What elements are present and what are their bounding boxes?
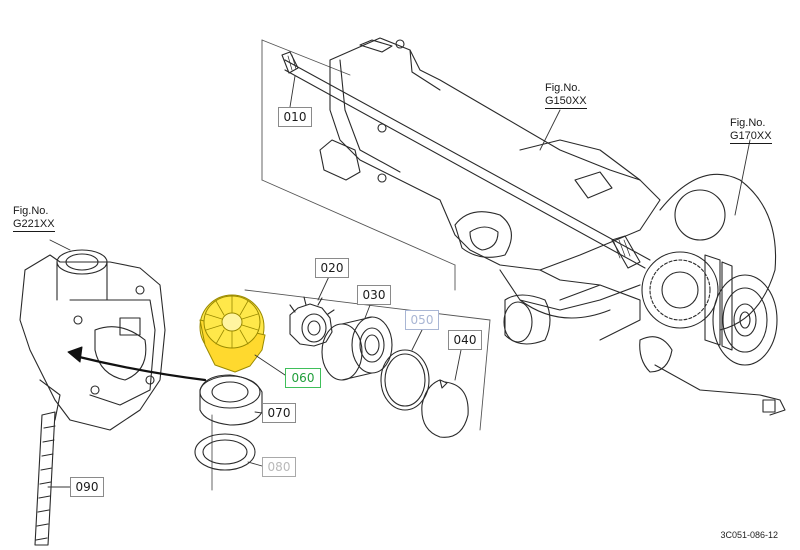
axle-housing (319, 37, 786, 416)
fig-ref-prefix: Fig.No. (730, 117, 766, 129)
bearing-070 (199, 374, 263, 426)
pinion-020 (289, 296, 335, 347)
part-label-080[interactable]: 080 (262, 457, 296, 477)
bevel-gear-060-highlighted (199, 294, 266, 373)
leader-lines (47, 75, 751, 488)
exploded-parts-boundary (211, 289, 491, 491)
oring-050 (380, 349, 430, 411)
part-label-020[interactable]: 020 (315, 258, 349, 278)
bevel-gear-case (19, 249, 166, 431)
part-label-010[interactable]: 010 (278, 107, 312, 127)
fig-ref-g221xx: Fig.No. G221XX (13, 205, 55, 232)
seal-ring-080 (194, 433, 256, 471)
drawing-code: 3C051-086-12 (720, 530, 778, 540)
fig-ref-g170xx: Fig.No. G170XX (730, 117, 772, 144)
bearing-030 (321, 316, 393, 381)
part-label-030[interactable]: 030 (357, 285, 391, 305)
fig-ref-number: G221XX (13, 218, 55, 232)
fig-ref-number: G170XX (730, 130, 772, 144)
part-label-050[interactable]: 050 (405, 310, 439, 330)
fig-ref-number: G150XX (545, 95, 587, 109)
housing-boundary-frame (261, 39, 456, 291)
assembly-arrow (67, 346, 207, 382)
part-label-060[interactable]: 060 (285, 368, 321, 388)
part-label-090[interactable]: 090 (70, 477, 104, 497)
fig-ref-prefix: Fig.No. (545, 82, 581, 94)
circlip-040 (421, 379, 469, 438)
final-gear-assembly (641, 173, 778, 366)
shaft-090 (34, 411, 56, 546)
fig-ref-g150xx: Fig.No. G150XX (545, 82, 587, 109)
part-label-040[interactable]: 040 (448, 330, 482, 350)
shaft-010 (281, 51, 651, 269)
fig-ref-prefix: Fig.No. (13, 205, 49, 217)
part-label-070[interactable]: 070 (262, 403, 296, 423)
